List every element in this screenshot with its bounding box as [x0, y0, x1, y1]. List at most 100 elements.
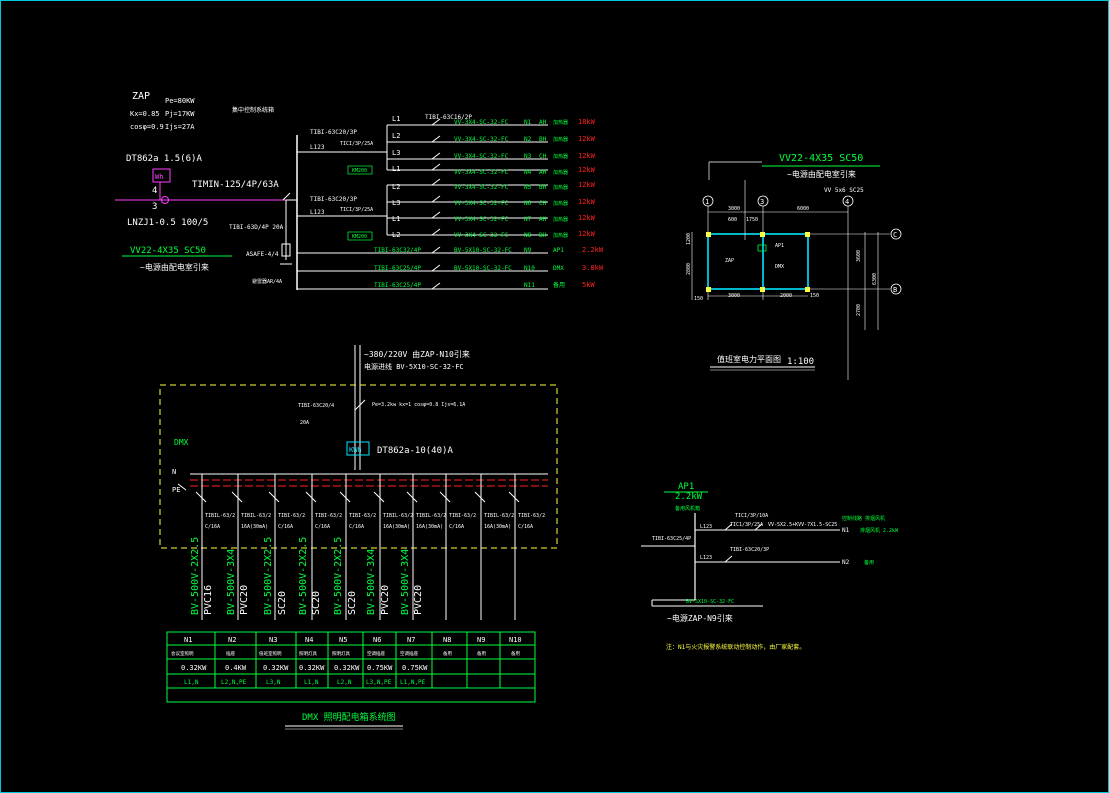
svg-text:0.32KW: 0.32KW — [181, 664, 207, 672]
svg-text:0.4KW: 0.4KW — [225, 664, 247, 672]
svg-text:加热器: 加热器 — [553, 200, 568, 207]
svg-text:DMX: DMX — [775, 264, 784, 270]
dmx-breaker: TIBI-63/2C/16A — [449, 513, 476, 530]
zap-extra-row: TIBI-63C32/4P BV-5X10-SC-32-FC N9 AP1 2.… — [297, 246, 604, 254]
zap-sub1-b: TICI/3P/25A — [340, 141, 373, 147]
svg-text:N4: N4 — [524, 169, 532, 176]
svg-text:加热器: 加热器 — [553, 119, 568, 126]
svg-text:VV-3X4-SC-32-FC: VV-3X4-SC-32-FC — [454, 184, 509, 191]
dmx-meter-label: KWh — [349, 446, 362, 454]
svg-text:L3,N,PE: L3,N,PE — [366, 679, 392, 686]
svg-text:2800: 2800 — [686, 263, 692, 275]
svg-text:L1,N: L1,N — [304, 679, 319, 686]
svg-text:1750: 1750 — [746, 217, 758, 223]
svg-text:L3: L3 — [392, 149, 400, 157]
zap-row: L3 VV-3X4-SC-32-FC N3 CH 加热器 12kW — [387, 149, 596, 160]
svg-text:SC20: SC20 — [311, 591, 322, 615]
svg-text:N5: N5 — [339, 636, 347, 644]
dmx-supply-cable: 电源进线 BV-5X10-SC-32-FC — [364, 362, 464, 371]
zap-cos: cosφ=0.9 — [130, 123, 164, 131]
svg-text:BH: BH — [539, 184, 547, 191]
svg-text:N9: N9 — [524, 247, 532, 254]
svg-text:TIBIL-63/2: TIBIL-63/2 — [416, 513, 446, 519]
svg-text:0.75KW: 0.75KW — [402, 664, 428, 672]
svg-text:N2: N2 — [228, 636, 236, 644]
svg-text:照明灯具: 照明灯具 — [332, 650, 350, 657]
svg-text:16A(30mA): 16A(30mA) — [383, 524, 410, 530]
svg-text:插座: 插座 — [226, 650, 235, 657]
svg-text:N1: N1 — [524, 119, 532, 126]
plan-sub: VV 5x6 SC25 — [824, 187, 864, 194]
svg-text:VV-3X4-SC-32-FC: VV-3X4-SC-32-FC — [454, 136, 509, 143]
svg-text:N7: N7 — [524, 216, 532, 223]
ap1-main: TIBI-63C25/4P — [652, 536, 691, 542]
zap-ijs: Ijs=27A — [165, 123, 195, 131]
svg-text:PVC16: PVC16 — [203, 585, 214, 615]
svg-text:L2: L2 — [392, 132, 400, 140]
zap-panel: ZAP Pe=80KW Kx=0.85 Pj=17KW cosφ=0.9 Ijs… — [115, 91, 604, 290]
svg-text:1200: 1200 — [686, 233, 692, 245]
svg-text:BV-500V-3X4: BV-500V-3X4 — [226, 549, 237, 615]
svg-text:3000: 3000 — [728, 206, 740, 212]
svg-text:ZAP: ZAP — [725, 258, 734, 264]
dmx-main: TIBI-63C20/4 — [298, 403, 334, 409]
svg-text:L1: L1 — [392, 115, 400, 123]
svg-text:N10: N10 — [524, 265, 535, 272]
svg-text:N7: N7 — [407, 636, 415, 644]
zap-pj: Pj=17KW — [165, 110, 195, 118]
svg-text:C/16A: C/16A — [349, 524, 364, 530]
svg-text:TIBI-63/2: TIBI-63/2 — [449, 513, 476, 519]
zap-meter-box — [152, 168, 171, 183]
svg-text:BV-5X10-SC-32-FC: BV-5X10-SC-32-FC — [454, 247, 512, 254]
svg-text:3: 3 — [152, 202, 157, 212]
svg-text:C/16A: C/16A — [315, 524, 330, 530]
svg-text:1: 1 — [705, 198, 709, 206]
svg-text:TIBI-63C25/4P: TIBI-63C25/4P — [374, 265, 421, 272]
svg-text:C: C — [893, 231, 897, 239]
svg-text:2700: 2700 — [856, 304, 862, 316]
dmx-meter: DT862a-10(40)A — [377, 446, 453, 456]
svg-text:PVC20: PVC20 — [413, 585, 424, 615]
svg-text:VV-3X4-SC-32-FC: VV-3X4-SC-32-FC — [454, 200, 509, 207]
svg-text:0.75KW: 0.75KW — [367, 664, 393, 672]
svg-text:AP1: AP1 — [775, 243, 784, 249]
svg-text:TIBI-63C32/4P: TIBI-63C32/4P — [374, 247, 421, 254]
ap1-cable2: BV-5X10-SC-32-FC — [686, 599, 734, 605]
ap1-footnote: 注：N1与火灾报警系统联动控制动作，由厂家配套。 — [666, 643, 805, 651]
svg-text:18kW: 18kW — [578, 118, 596, 126]
ap1-label: AP1 — [678, 482, 694, 492]
ap1-right-notes: 控制线路 排烟风机 — [842, 515, 885, 522]
svg-text:BV-500V-2X2.5: BV-500V-2X2.5 — [333, 537, 344, 615]
zap-feed-cable: VV22-4X35 SC50 — [130, 246, 206, 256]
svg-text:TIBI-63/2: TIBI-63/2 — [349, 513, 376, 519]
svg-text:12kW: 12kW — [578, 152, 596, 160]
svg-text:L1,N,PE: L1,N,PE — [400, 679, 426, 686]
zap-pe: Pe=80KW — [165, 97, 195, 105]
svg-text:L1: L1 — [392, 165, 400, 173]
ap1-l1: L123 — [700, 524, 712, 530]
dmx-breaker: TIBI-63/2C/16A — [315, 513, 342, 530]
svg-text:12kW: 12kW — [578, 230, 596, 238]
zap-spd-breaker: TIBI-63D/4P 20A — [229, 224, 284, 231]
ap1-l2: L123 — [700, 555, 712, 561]
svg-text:PVC20: PVC20 — [380, 585, 391, 615]
zap-row: L1 VV-3X4-SC-32-FC N7 AH 加热器 12kW — [387, 214, 596, 223]
zap-meter-label: Wh — [155, 173, 163, 181]
svg-text:12kW: 12kW — [578, 214, 596, 222]
zap-row: L1 VV-3X4-SC-32-FC N1 AH 加热器 18kW — [387, 115, 596, 126]
svg-text:值班室照明: 值班室照明 — [259, 650, 282, 657]
svg-text:空调插座: 空调插座 — [367, 650, 385, 657]
plan-scale: 1:100 — [787, 357, 814, 367]
zap-extra-row: TIBI-63C25/4P BV-5X10-SC-32-FC N10 DMX 3… — [297, 264, 604, 272]
svg-text:5kW: 5kW — [582, 281, 595, 289]
zap-spd-note: 避雷器AR/4A — [252, 278, 282, 285]
svg-text:2.2kW: 2.2kW — [582, 246, 604, 254]
svg-text:N10: N10 — [509, 636, 522, 644]
svg-text:L2,N,PE: L2,N,PE — [221, 679, 247, 686]
zap-sub2-k: KM200 — [352, 234, 367, 240]
dmx-breaker: TIBIL-63/2C/16A — [205, 513, 235, 530]
ap1-power: 2.2kW — [675, 492, 703, 502]
svg-text:150: 150 — [810, 293, 819, 299]
